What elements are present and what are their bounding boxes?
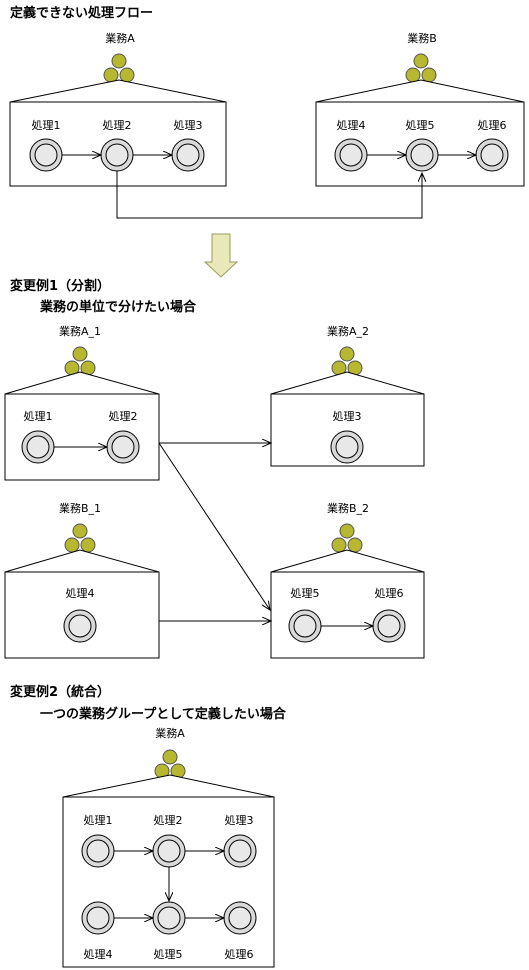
process-label: 処理1	[84, 814, 113, 827]
group-b: 業務B 処理4 処理5 処理6	[315, 31, 525, 187]
process-node	[330, 430, 364, 464]
process-node	[152, 834, 186, 868]
process-label: 処理3	[225, 814, 254, 827]
group-a2-label: 業務A_2	[327, 324, 369, 338]
process-label: 処理5	[406, 119, 435, 132]
group-merged-label: 業務A	[155, 726, 185, 740]
group-merged: 業務A 処理1 処理2 処理3 処理4 処理5 処理6	[62, 726, 275, 968]
group-roof	[9, 79, 227, 103]
process-label: 処理6	[225, 948, 254, 961]
group-roof	[315, 79, 525, 103]
cross-group-arrow	[158, 442, 270, 610]
process-label: 処理2	[103, 119, 132, 132]
process-label: 処理3	[333, 410, 362, 423]
process-label: 処理4	[66, 587, 95, 600]
group-icon	[154, 749, 186, 779]
process-label: 処理6	[375, 587, 404, 600]
process-label: 処理4	[337, 119, 366, 132]
process-node	[223, 834, 257, 868]
group-a2: 業務A_2 処理3	[270, 324, 425, 467]
down-arrow-icon	[203, 233, 239, 278]
group-a-label: 業務A	[105, 31, 135, 45]
group-a: 業務A 処理1 処理2 処理3	[9, 31, 227, 187]
group-b-label: 業務B	[407, 31, 437, 45]
group-icon	[331, 523, 363, 553]
group-icon	[103, 53, 135, 83]
group-icon	[331, 346, 363, 376]
group-icon	[405, 53, 437, 83]
process-node	[63, 609, 97, 643]
process-label: 処理5	[154, 948, 183, 961]
section2-subtitle: 業務の単位で分けたい場合	[39, 299, 197, 315]
section2-title: 変更例1（分割）	[10, 278, 110, 294]
process-node	[81, 834, 115, 868]
process-node	[21, 430, 55, 464]
process-label: 処理1	[32, 119, 61, 132]
process-label: 処理1	[24, 410, 53, 423]
group-roof	[270, 549, 425, 573]
process-label: 処理2	[109, 410, 138, 423]
process-node	[81, 901, 115, 935]
process-node	[29, 138, 63, 172]
process-node	[475, 138, 509, 172]
cross-group-arrow	[116, 171, 422, 219]
process-label: 処理2	[154, 814, 183, 827]
group-icon	[64, 346, 96, 376]
group-roof	[4, 549, 160, 573]
process-label: 処理3	[174, 119, 203, 132]
process-node	[405, 138, 439, 172]
process-node	[100, 138, 134, 172]
process-node	[372, 609, 406, 643]
group-roof	[62, 774, 275, 798]
section3-title: 変更例2（統合）	[10, 684, 110, 700]
process-node	[288, 609, 322, 643]
process-node	[223, 901, 257, 935]
group-b2: 業務B_2 処理5 処理6	[270, 501, 425, 659]
group-roof	[4, 371, 160, 395]
process-label: 処理5	[291, 587, 320, 600]
section3-subtitle: 一つの業務グループとして定義したい場合	[40, 706, 287, 722]
process-node	[334, 138, 368, 172]
group-icon	[64, 523, 96, 553]
process-label: 処理6	[478, 119, 507, 132]
process-node	[171, 138, 205, 172]
group-b1: 業務B_1 処理4	[4, 501, 160, 659]
group-a1: 業務A_1 処理1 処理2	[4, 324, 160, 481]
group-roof	[270, 371, 425, 395]
group-b2-label: 業務B_2	[327, 501, 369, 515]
process-label: 処理4	[84, 948, 113, 961]
process-node	[152, 901, 186, 935]
section1-title: 定義できない処理フロー	[9, 5, 153, 21]
group-b1-label: 業務B_1	[59, 501, 101, 515]
group-a1-label: 業務A_1	[59, 324, 101, 338]
process-node	[106, 430, 140, 464]
